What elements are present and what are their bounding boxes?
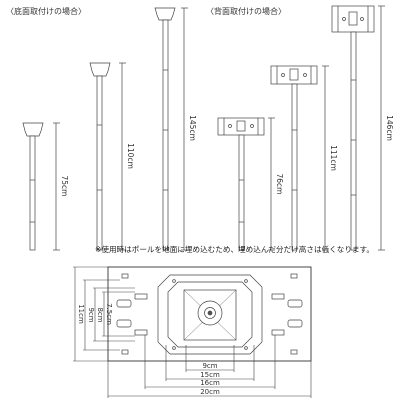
bottom-pole-110-label: 110cm xyxy=(126,143,135,169)
back-pole-146-label: 146cm xyxy=(385,115,394,141)
plate-height-9-label: 9cm xyxy=(87,307,95,322)
plate-width-9-label: 9cm xyxy=(202,362,217,370)
back-pole-76 xyxy=(217,117,275,251)
bottom-pole-75 xyxy=(22,122,60,251)
plate-height-7-5-label: 7.5cm xyxy=(105,303,113,325)
bottom-pole-75-label: 75cm xyxy=(60,176,69,197)
back-pole-146 xyxy=(331,5,385,251)
bottom-pole-110 xyxy=(89,62,126,251)
bottom-mount-title: 〈底面取付けの場合〉 xyxy=(6,7,86,16)
plate-width-16-label: 16cm xyxy=(200,379,220,387)
bottom-pole-145-label: 145cm xyxy=(188,115,197,141)
back-pole-111 xyxy=(270,65,329,251)
installation-note: ※使用時はポールを地面に埋め込むため、埋め込んだ分だけ高さは低くなります。 xyxy=(95,245,374,254)
plate-width-20-label: 20cm xyxy=(200,388,220,396)
back-pole-111-label: 111cm xyxy=(329,145,338,171)
plate-width-15-label: 15cm xyxy=(200,371,220,379)
bottom-pole-145 xyxy=(154,7,188,251)
width-dimension-lines xyxy=(107,335,312,398)
back-pole-76-label: 76cm xyxy=(275,174,284,195)
plate-height-11-label: 11cm xyxy=(77,304,85,324)
back-mount-title: 〈背面取付けの場合〉 xyxy=(206,7,286,16)
plate-height-8-label: 8cm xyxy=(96,307,104,322)
height-dimension-lines xyxy=(73,266,135,362)
mounting-plate xyxy=(107,266,312,362)
